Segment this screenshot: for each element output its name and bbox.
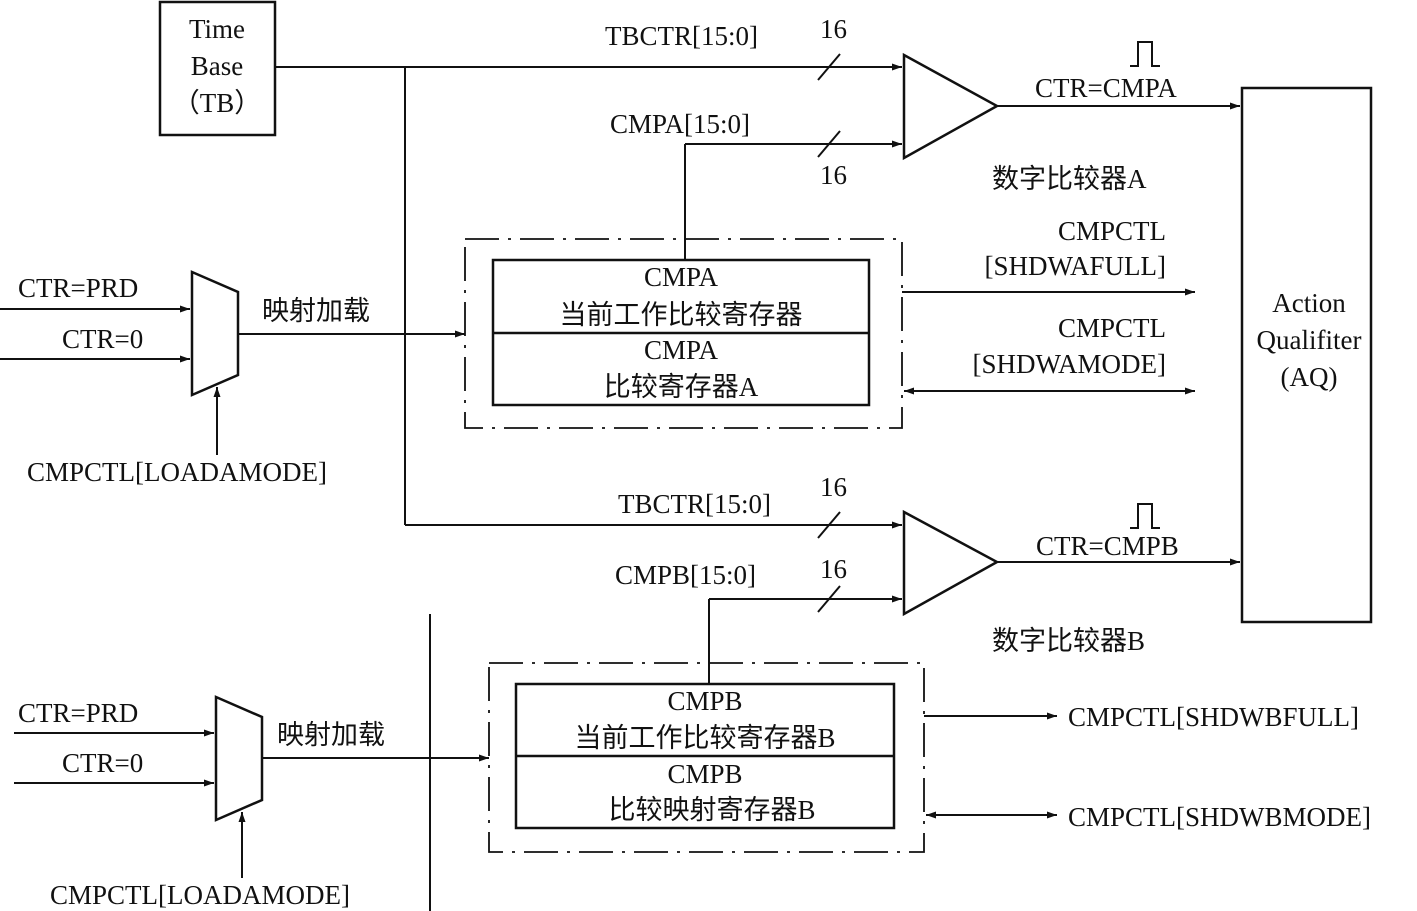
aq-label-3: (AQ) [1281, 362, 1338, 392]
shdwamode-label-1: CMPCTL [1058, 313, 1166, 343]
bus-slash-b-top [817, 511, 841, 539]
pulse-b-icon [1130, 503, 1160, 529]
comparator-a-cmp-label: CMPA[15:0] [610, 109, 750, 139]
comparator-a-triangle [902, 52, 1000, 161]
bus-slash-a-top [817, 53, 841, 81]
comparator-b-output-label: CTR=CMPB [1036, 531, 1179, 561]
comparator-b-tbctr-label: TBCTR[15:0] [618, 489, 771, 519]
mux-b-input-2-label: CTR=0 [62, 748, 143, 778]
action-qualifier-box [1240, 86, 1373, 624]
time-base-label-2: Base [191, 51, 244, 81]
comparator-a-tbctr-label: TBCTR[15:0] [605, 21, 758, 51]
comparator-b: TBCTR[15:0] 16 CMPB[15:0] 16 CTR=CMPB 数字… [615, 472, 1240, 686]
comparator-a-width-top: 16 [820, 14, 847, 44]
comparator-a-width-bottom: 16 [820, 160, 847, 190]
register-b-shadow-title: CMPB [667, 759, 742, 789]
register-a-active-title: CMPA [644, 262, 719, 292]
comparator-b-cmp-label: CMPB[15:0] [615, 560, 756, 590]
mux-b-shape [214, 695, 264, 822]
mux-a-select-label: CMPCTL[LOADAMODE] [27, 457, 327, 487]
shdwamode-label-2: [SHDWAMODE] [973, 349, 1166, 379]
mux-b-input-1-label: CTR=PRD [18, 698, 138, 728]
register-b-active-desc: 当前工作比较寄存器B [574, 723, 835, 753]
register-b-active-title: CMPB [667, 686, 742, 716]
register-group-a: CMPA 当前工作比较寄存器 CMPA 比较寄存器A CMPCTL [SHDWA… [464, 216, 1195, 429]
register-b-shadow-desc: 比较映射寄存器B [608, 795, 815, 825]
shdwbmode-label: CMPCTL[SHDWBMODE] [1068, 802, 1371, 832]
shdwbfull-label: CMPCTL[SHDWBFULL] [1068, 702, 1359, 732]
register-a-dashed-frame [464, 238, 903, 429]
aq-label-1: Action [1272, 288, 1346, 318]
mux-a-shape [190, 270, 240, 397]
mux-a-output-label: 映射加载 [262, 296, 370, 326]
aq-label-2: Qualifiter [1257, 325, 1362, 355]
comparator-b-width-bottom: 16 [820, 554, 847, 584]
register-a-active-desc: 当前工作比较寄存器 [560, 300, 803, 330]
time-base-label-1: Time [189, 14, 245, 44]
mux-a-input-1-label: CTR=PRD [18, 273, 138, 303]
register-a-shadow-title: CMPA [644, 335, 719, 365]
comparator-a-output-label: CTR=CMPA [1035, 73, 1177, 103]
mux-b-output-label: 映射加载 [277, 720, 385, 750]
register-group-b: CMPB 当前工作比较寄存器B CMPB 比较映射寄存器B CMPCTL[SHD… [488, 662, 1371, 853]
comparator-a-name: 数字比较器A [992, 164, 1147, 194]
shdwafull-label-2: [SHDWAFULL] [985, 251, 1167, 281]
time-base-box [158, 0, 277, 137]
tbctr-bus [275, 53, 902, 613]
action-qualifier-block: Action Qualifiter (AQ) [1240, 86, 1373, 624]
register-a-shadow-desc: 比较寄存器A [604, 372, 759, 402]
mux-b: CTR=PRD CTR=0 CMPCTL[LOADAMODE] 映射加载 [14, 614, 489, 911]
comparator-b-width-top: 16 [820, 472, 847, 502]
time-base-label-3: （TB） [173, 88, 262, 118]
register-b-dashed-frame [488, 662, 925, 853]
comparator-b-name: 数字比较器B [992, 626, 1145, 656]
pulse-a-icon [1130, 41, 1160, 67]
shdwafull-label-1: CMPCTL [1058, 216, 1166, 246]
comparator-a: TBCTR[15:0] 16 CMPA[15:0] 16 CTR=CMPA 数字… [605, 14, 1240, 262]
time-base-block: Time Base （TB） [158, 0, 277, 137]
mux-b-select-label: CMPCTL[LOADAMODE] [50, 880, 350, 910]
mux-a: CTR=PRD CTR=0 CMPCTL[LOADAMODE] 映射加载 [0, 270, 465, 487]
comparator-b-triangle [902, 509, 1000, 617]
mux-a-input-2-label: CTR=0 [62, 324, 143, 354]
